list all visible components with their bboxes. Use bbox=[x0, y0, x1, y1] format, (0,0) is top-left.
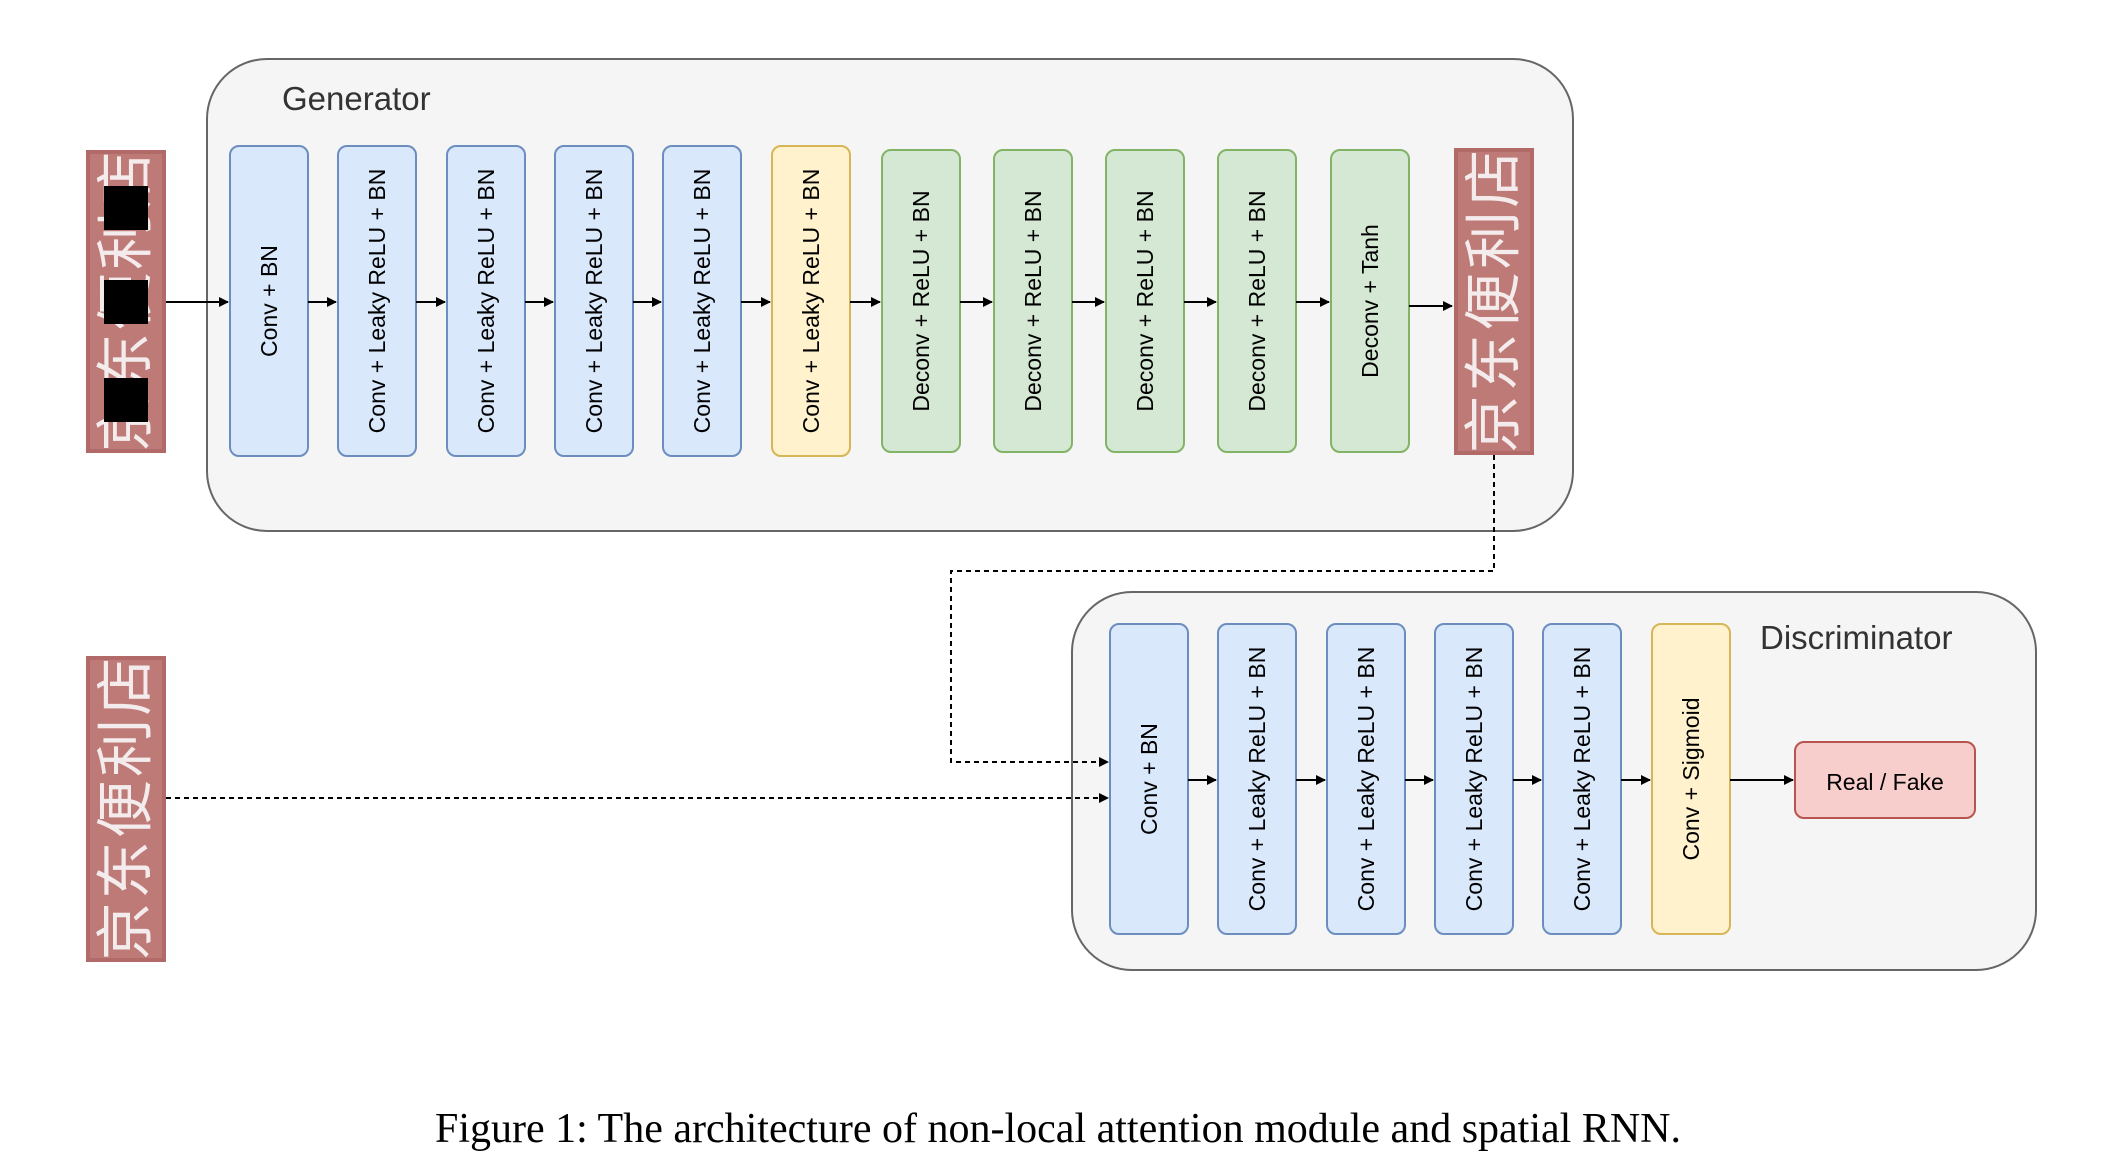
generator-layer-6-label: Conv + Leaky ReLU + BN bbox=[798, 169, 824, 434]
discriminator-layers: Conv + BN Conv + Leaky ReLU + BN Conv + Le… bbox=[1109, 623, 1731, 935]
generated-image-char: 东 bbox=[1462, 334, 1527, 392]
discriminator-layer-3-label: Conv + Leaky ReLU + BN bbox=[1353, 647, 1379, 912]
generator-layer-9: Deconv + ReLU + BN bbox=[1105, 149, 1185, 453]
discriminator-layer-6-label: Conv + Sigmoid bbox=[1678, 698, 1704, 861]
generator-layer-8-label: Deconv + ReLU + BN bbox=[1020, 190, 1046, 411]
discriminator-layer-6: Conv + Sigmoid bbox=[1651, 623, 1731, 935]
real-image-char: 京 bbox=[94, 902, 159, 960]
discriminator-layer-4-label: Conv + Leaky ReLU + BN bbox=[1461, 647, 1487, 912]
generator-layer-6: Conv + Leaky ReLU + BN bbox=[771, 145, 851, 457]
real-image-char: 店 bbox=[94, 658, 159, 716]
discriminator-layer-5: Conv + Leaky ReLU + BN bbox=[1542, 623, 1622, 935]
generated-image-char: 便 bbox=[1462, 272, 1527, 330]
mask-block bbox=[104, 186, 148, 230]
real-fake-output bbox=[1794, 741, 1976, 819]
generator-layer-11: Deconv + Tanh bbox=[1330, 149, 1410, 453]
generator-layer-3: Conv + Leaky ReLU + BN bbox=[446, 145, 526, 457]
real-fake-label: Real / Fake bbox=[1826, 769, 1944, 795]
generator-layer-4-label: Conv + Leaky ReLU + BN bbox=[581, 169, 607, 434]
discriminator-layer-4: Conv + Leaky ReLU + BN bbox=[1434, 623, 1514, 935]
generator-layers: Conv + BN Conv + Leaky ReLU + BN Conv + Le… bbox=[229, 145, 1410, 457]
mask-block bbox=[104, 280, 148, 324]
generator-layer-2-label: Conv + Leaky ReLU + BN bbox=[364, 169, 390, 434]
discriminator-layer-1: Conv + BN bbox=[1109, 623, 1189, 935]
figure-caption: Figure 1: The architecture of non-local … bbox=[434, 1106, 1682, 1152]
generator-layer-5-label: Conv + Leaky ReLU + BN bbox=[689, 169, 715, 434]
generator-layer-3-label: Conv + Leaky ReLU + BN bbox=[473, 169, 499, 434]
generator-layer-7-label: Deconv + ReLU + BN bbox=[908, 190, 934, 411]
generator-layer-4: Conv + Leaky ReLU + BN bbox=[554, 145, 634, 457]
real-image-char: 利 bbox=[94, 719, 159, 777]
discriminator-layer-1-label: Conv + BN bbox=[1136, 723, 1162, 835]
real-image-char: 便 bbox=[94, 780, 159, 838]
generator-layer-2: Conv + Leaky ReLU + BN bbox=[337, 145, 417, 457]
mask-block bbox=[104, 378, 148, 422]
generated-image-char: 京 bbox=[1462, 395, 1527, 453]
generator-layer-11-label: Deconv + Tanh bbox=[1357, 224, 1383, 378]
discriminator-title: Discriminator bbox=[1760, 619, 1953, 656]
generator-layer-5: Conv + Leaky ReLU + BN bbox=[662, 145, 742, 457]
generated-image-char: 店 bbox=[1462, 150, 1527, 208]
generator-layer-9-label: Deconv + ReLU + BN bbox=[1132, 190, 1158, 411]
generator-layer-10: Deconv + ReLU + BN bbox=[1217, 149, 1297, 453]
generator-layer-1-label: Conv + BN bbox=[256, 245, 282, 357]
connector-arrows bbox=[166, 297, 1794, 803]
discriminator-layer-3: Conv + Leaky ReLU + BN bbox=[1326, 623, 1406, 935]
generator-layer-10-label: Deconv + ReLU + BN bbox=[1244, 190, 1270, 411]
generator-layer-7: Deconv + ReLU + BN bbox=[881, 149, 961, 453]
generator-layer-8: Deconv + ReLU + BN bbox=[993, 149, 1073, 453]
discriminator-layer-2: Conv + Leaky ReLU + BN bbox=[1217, 623, 1297, 935]
discriminator-layer-2-label: Conv + Leaky ReLU + BN bbox=[1244, 647, 1270, 912]
generated-image-char: 利 bbox=[1462, 211, 1527, 269]
arrow-generated-to-discriminator bbox=[950, 455, 1495, 767]
real-image-char: 东 bbox=[94, 841, 159, 899]
generator-layer-1: Conv + BN bbox=[229, 145, 309, 457]
generator-title: Generator bbox=[282, 80, 431, 117]
discriminator-layer-5-label: Conv + Leaky ReLU + BN bbox=[1569, 647, 1595, 912]
